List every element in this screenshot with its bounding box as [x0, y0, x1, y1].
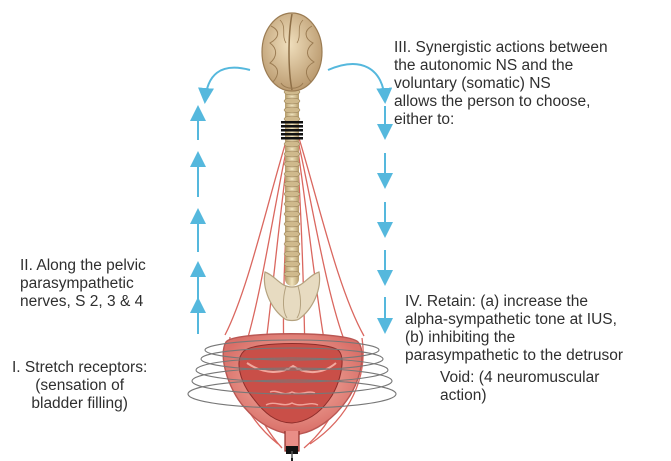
void-label: Void: (4 neuromuscular action) — [440, 369, 599, 405]
label-line: action) — [440, 387, 599, 405]
label-line: IV. Retain: (a) increase the — [405, 293, 623, 311]
retain-label: IV. Retain: (a) increase the alpha-sympa… — [405, 293, 623, 365]
label-line: III. Synergistic actions between — [394, 39, 608, 57]
stretch-receptors-label: I. Stretch receptors: (sensation of blad… — [12, 359, 147, 413]
label-line: Void: (4 neuromuscular — [440, 369, 599, 387]
label-line: (b) inhibiting the — [405, 329, 623, 347]
bladder-area — [188, 334, 396, 461]
label-line: nerves, S 2, 3 & 4 — [20, 293, 146, 311]
label-line: II. Along the pelvic — [20, 257, 146, 275]
right-curved-arrow — [328, 64, 385, 101]
label-line: I. Stretch receptors: — [12, 359, 147, 377]
label-line: either to: — [394, 111, 608, 129]
label-line: (sensation of — [12, 377, 147, 395]
label-line: parasympathetic — [20, 275, 146, 293]
label-line: voluntary (somatic) NS — [394, 75, 608, 93]
label-line: bladder filling) — [12, 395, 147, 413]
label-line: allows the person to choose, — [394, 93, 608, 111]
label-line: parasympathetic to the detrusor — [405, 347, 623, 365]
pelvic-nerves-label: II. Along the pelvic parasympathetic ner… — [20, 257, 146, 311]
label-line: alpha-sympathetic tone at IUS, — [405, 311, 623, 329]
label-line: the autonomic NS and the — [394, 57, 608, 75]
brain — [262, 13, 322, 91]
left-curved-arrow — [205, 68, 250, 101]
synergistic-actions-label: III. Synergistic actions between the aut… — [394, 39, 608, 129]
